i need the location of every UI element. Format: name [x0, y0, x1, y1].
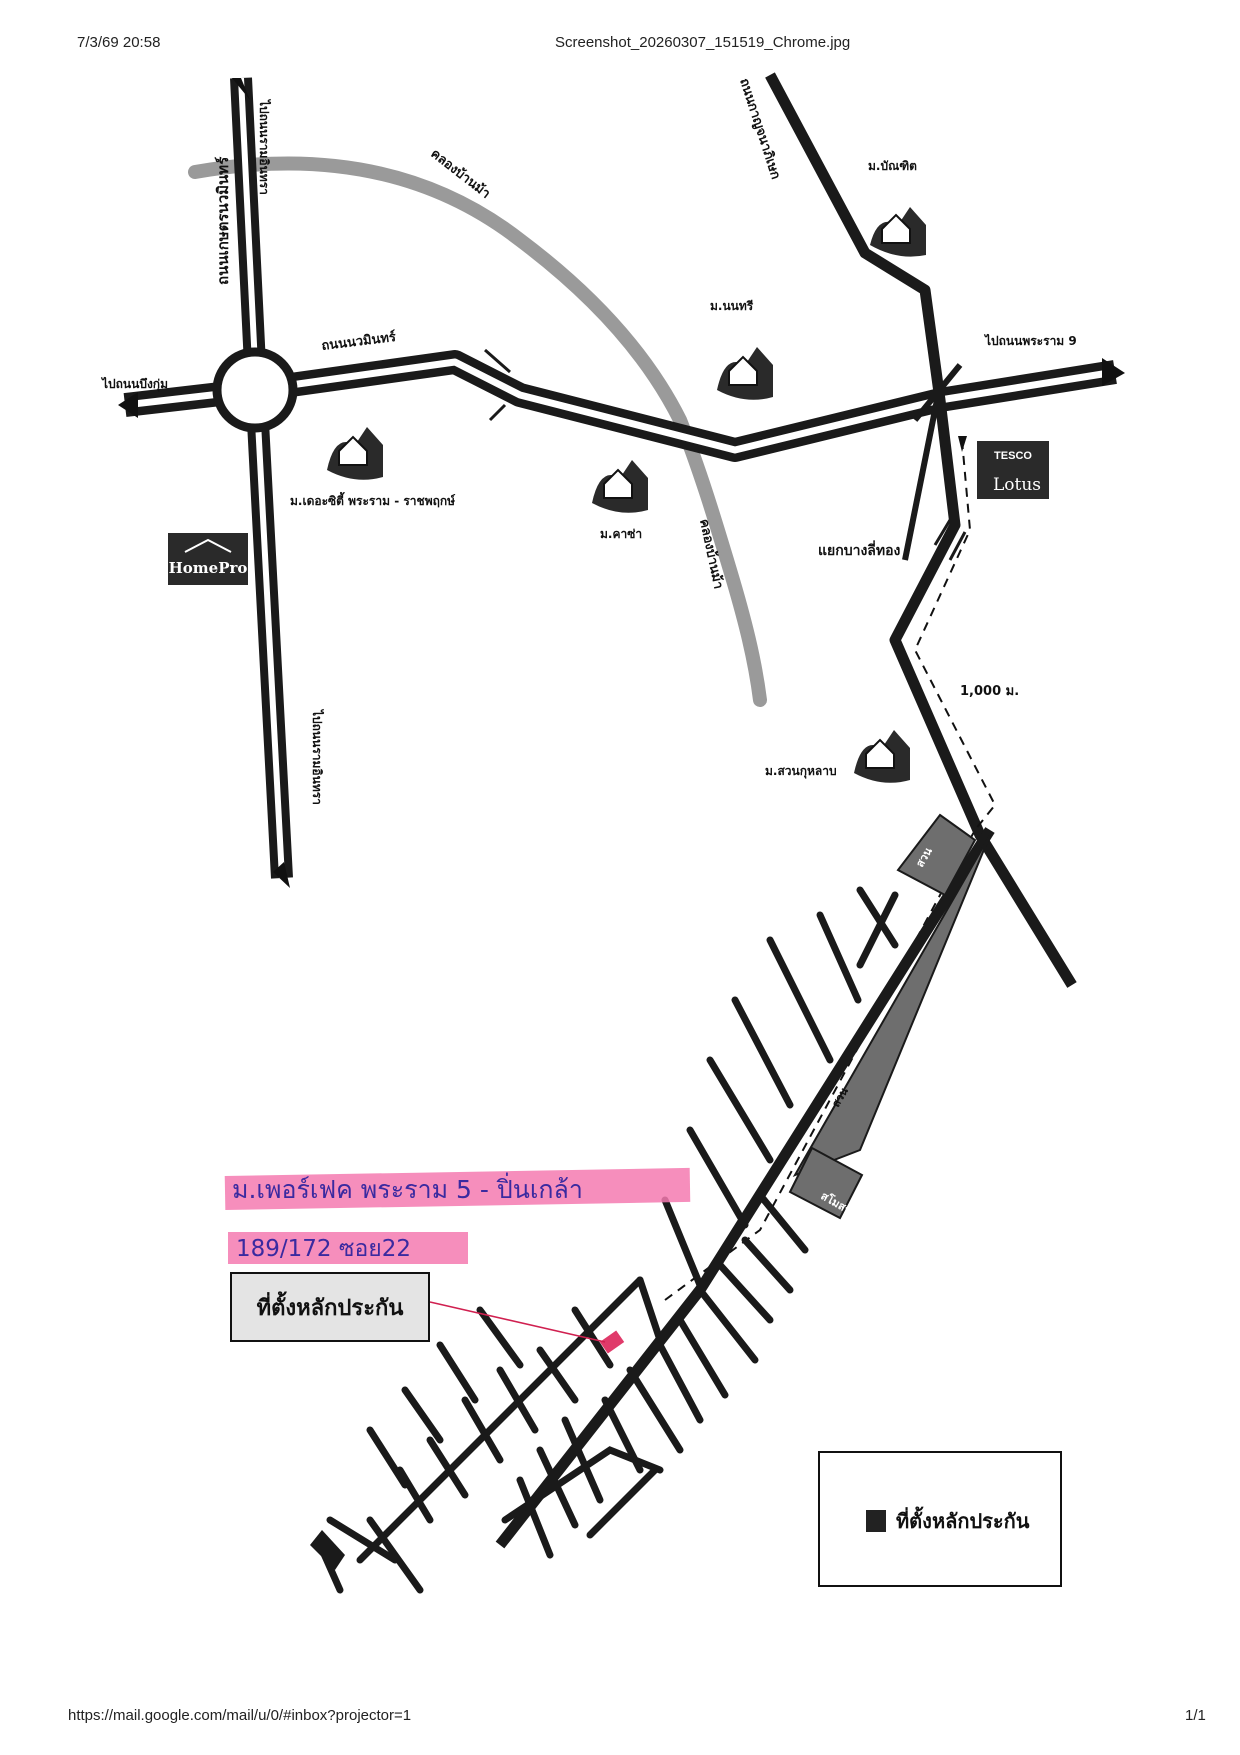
label-to-ramintra-bottom: ไปถนนรามอินทรา — [310, 708, 325, 805]
print-url: https://mail.google.com/mail/u/0/#inbox?… — [68, 1707, 412, 1724]
print-date: 7/3/69 20:58 — [77, 34, 161, 51]
legend-box: ที่ตั้งหลักประกัน — [818, 1451, 1062, 1587]
village-label-casa: ม.คาซ่า — [600, 527, 642, 541]
handwritten-address: 189/172 ซอย22 — [236, 1236, 411, 1262]
village-icon-thecity — [327, 427, 383, 480]
highlight-project-name — [224, 1167, 691, 1211]
park-wedge-long — [792, 834, 991, 1177]
junction-lines — [902, 363, 963, 561]
village-icon-bandit — [870, 207, 926, 257]
homepro-logo: HomePro — [168, 533, 248, 585]
bridge-marks — [484, 348, 967, 561]
collateral-pointer-line — [429, 1301, 606, 1343]
village-icon-nonsee — [717, 347, 773, 400]
village-label-thecity: ม.เดอะซิตี้ พระราม - ราชพฤกษ์ — [290, 491, 455, 508]
road-kaset-nawamin — [230, 77, 293, 888]
route-dashed — [664, 439, 997, 1301]
label-to-bueng-kum: ไปถนนบึงกุ่ม — [100, 376, 168, 392]
print-filename: Screenshot_20260307_151519_Chrome.jpg — [555, 34, 851, 51]
legend-label: ที่ตั้งหลักประกัน — [896, 1509, 1030, 1533]
canal — [188, 156, 767, 707]
club-box — [788, 1146, 864, 1220]
print-page-number: 1/1 — [1185, 1707, 1206, 1724]
village-label-bandit: ม.บัณฑิต — [868, 159, 917, 173]
park-wedge-top — [896, 813, 977, 897]
junction-label: แยกบางลี่ทอง — [818, 540, 901, 559]
collateral-callout-box: ที่ตั้งหลักประกัน — [230, 1272, 430, 1342]
village-label-nonsee: ม.นนทรี — [710, 299, 754, 313]
legend-swatch — [866, 1510, 886, 1532]
small-building-icon — [310, 1530, 345, 1570]
distance-label: 1,000 ม. — [960, 684, 1019, 699]
homepro-label: HomePro — [169, 559, 248, 577]
collateral-callout-label: ที่ตั้งหลักประกัน — [256, 1295, 404, 1321]
tesco-lotus-logo: TESCO Lotus — [977, 441, 1049, 499]
village-icon-suan — [854, 730, 910, 783]
label-nawamin: ถนนนวมินทร์ — [321, 329, 397, 354]
tesco-label: TESCO — [994, 450, 1032, 462]
highlight-address — [228, 1232, 468, 1264]
roundabout — [212, 347, 298, 433]
label-kaset-nawamin: ถนนเกษตรนวมินทร์ — [214, 156, 232, 285]
label-to-phraram: ไปถนนพระราม 9 — [983, 333, 1077, 348]
side-streets — [501, 886, 899, 1559]
village-label-suan: ม.สวนกุหลาบ — [765, 764, 837, 779]
collateral-marker — [599, 1330, 625, 1354]
village-icon-casa — [592, 460, 648, 513]
label-to-ramintra-top: ไปถนนรามอินทรา — [257, 98, 272, 195]
road-north — [765, 72, 1077, 988]
handwritten-project-name: ม.เพอร์เฟค พระราม 5 - ปิ่นเกล้า — [232, 1172, 583, 1204]
lotus-label: Lotus — [993, 475, 1041, 495]
